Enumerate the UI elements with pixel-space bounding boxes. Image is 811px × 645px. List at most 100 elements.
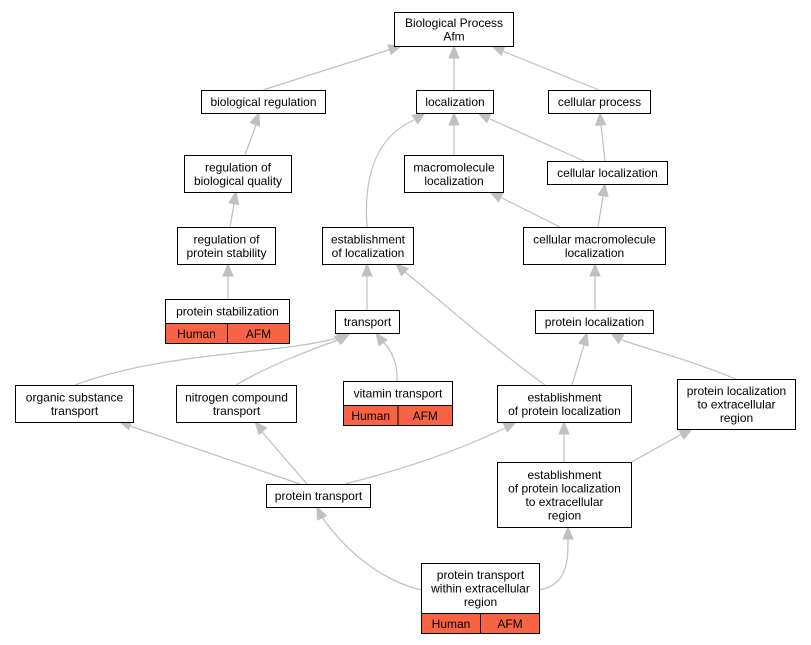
edge-cellproc-to-root	[490, 45, 600, 91]
edge-protloc-to-cml	[589, 262, 601, 310]
edge-line	[627, 433, 683, 465]
edge-line	[235, 339, 339, 386]
node-box	[404, 155, 504, 193]
node-localization[interactable]: localization	[416, 90, 494, 114]
edge-line	[538, 538, 569, 591]
arrowhead	[488, 191, 504, 203]
node-label-line: of protein localization	[508, 404, 621, 418]
node-label-line: Afm	[443, 29, 464, 43]
edge-line	[600, 124, 606, 162]
arrowhead	[558, 420, 570, 435]
edge-pstab-to-regps	[222, 262, 234, 299]
edge-line	[262, 45, 402, 91]
arrowhead	[375, 331, 389, 347]
node-label-line: regulation of	[193, 232, 260, 246]
annotation-label: AFM	[497, 617, 522, 631]
node-box	[548, 90, 651, 114]
node-label-line: vitamin transport	[354, 387, 443, 401]
edge-line	[244, 124, 257, 156]
node-box	[15, 385, 134, 423]
edge-cellloc-to-cellproc	[595, 111, 607, 162]
node-box	[547, 161, 668, 185]
node-label-line: of protein localization	[508, 481, 621, 495]
edge-line	[571, 344, 585, 386]
node-label-line: biological regulation	[210, 95, 316, 109]
node-box	[535, 310, 654, 334]
node-label-line: protein localization	[545, 315, 644, 329]
node-cellular-localization[interactable]: cellular localization	[547, 161, 668, 185]
edge-epl-to-protloc	[571, 331, 589, 386]
arrowhead	[316, 505, 328, 521]
node-cellular-process[interactable]: cellular process	[548, 90, 651, 114]
arrowhead	[448, 44, 460, 59]
edge-vt-to-transport	[375, 331, 398, 382]
node-box	[523, 227, 666, 265]
node-label-line: establishment	[527, 390, 602, 404]
node-label-line: establishment	[331, 232, 406, 246]
annotation-label: AFM	[246, 327, 271, 341]
node-box	[322, 227, 414, 265]
node-box	[394, 12, 514, 47]
edge-macloc-to-loc	[448, 111, 460, 155]
annotation-label: Human	[177, 327, 216, 341]
arrowhead	[577, 331, 589, 347]
edge-ple-to-protloc	[609, 332, 737, 380]
node-label-line: of localization	[332, 246, 405, 260]
node-box	[416, 90, 494, 114]
node-label-line: region	[548, 508, 581, 522]
edge-eple-to-epl	[558, 420, 570, 462]
node-box	[677, 379, 796, 430]
arrowhead	[227, 190, 240, 206]
edge-cml-to-macloc	[488, 191, 561, 228]
node-label-line: cellular localization	[557, 166, 658, 180]
edge-epl-to-estloc	[395, 263, 546, 386]
arrowhead	[502, 421, 518, 433]
edge-transport-to-estloc	[361, 262, 373, 310]
node-box	[184, 155, 292, 193]
node-label-line: within extracellular	[430, 582, 530, 596]
node-label-line: localization	[565, 246, 624, 260]
node-protein-localization[interactable]: protein localization	[535, 310, 654, 334]
node-label-line: protein stability	[186, 246, 266, 260]
node-label-line: localization	[425, 95, 484, 109]
node-box	[335, 310, 400, 334]
node-box	[497, 385, 632, 423]
edge-line	[499, 49, 600, 91]
edge-line	[499, 196, 561, 228]
edges	[74, 44, 737, 591]
node-transport[interactable]: transport	[335, 310, 400, 334]
edge-eple-to-ple	[627, 428, 694, 465]
node-label-line: macromolecule	[413, 160, 495, 174]
edge-line	[261, 431, 308, 485]
arrowhead	[395, 263, 410, 277]
node-biological-regulation[interactable]: biological regulation	[201, 90, 326, 114]
edge-pte-to-pt	[316, 505, 422, 591]
edge-regps-to-regbq	[227, 190, 240, 228]
arrowhead	[476, 112, 492, 124]
arrowhead	[222, 262, 234, 277]
node-box	[177, 227, 276, 265]
annotation-cell	[227, 323, 290, 344]
annotation-label: Human	[432, 617, 471, 631]
edge-line	[597, 195, 604, 228]
node-label-line: organic substance	[26, 390, 124, 404]
edge-line	[229, 203, 235, 228]
node-protein-transport[interactable]: protein transport	[266, 484, 371, 508]
arrowhead	[490, 45, 506, 57]
node-label-line: region	[720, 411, 753, 425]
